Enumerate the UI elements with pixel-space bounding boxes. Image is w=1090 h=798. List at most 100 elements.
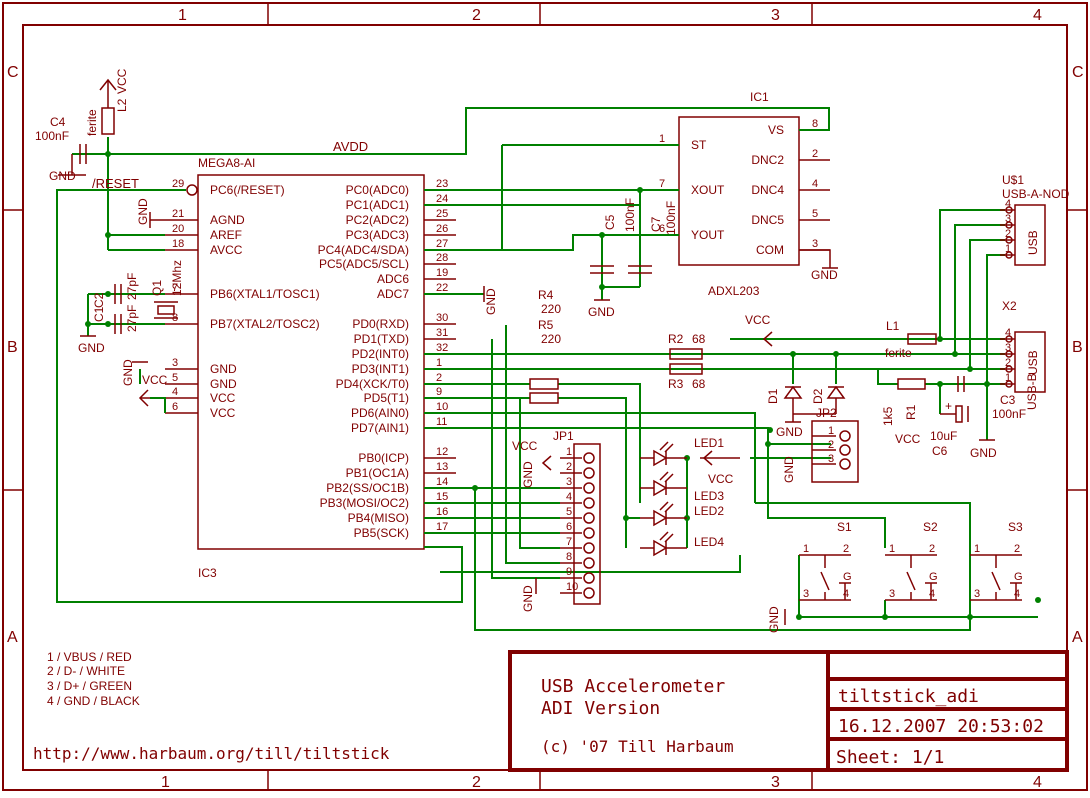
diode-gnd-label: GND: [776, 425, 803, 439]
jp2-pin-2: 2: [812, 439, 851, 456]
c7-value: 100nF: [664, 201, 678, 235]
column-label-bottom-1: 1: [161, 774, 170, 791]
led1-name: LED1: [694, 436, 724, 450]
mcu-pin-number: 19: [436, 267, 448, 279]
led-symbol-2: [640, 471, 687, 497]
accel-pin-name: VS: [768, 123, 784, 137]
jp1-pin-6: 6: [560, 521, 595, 539]
mcu-pin-name: PD3(INT1): [352, 362, 409, 376]
c4-name: C4: [50, 115, 66, 129]
accel-com-gnd: GND: [799, 249, 838, 282]
r4-resistor: [529, 378, 559, 390]
switch-pin-2: 2: [1014, 543, 1020, 555]
mcu-pin-number: 16: [436, 506, 448, 518]
accel-pin-number: 3: [812, 238, 818, 250]
usb-pin-number: 2: [1005, 228, 1011, 240]
q1-crystal: Q1 12Mhz: [150, 260, 184, 319]
column-label-top-2: 2: [472, 7, 481, 24]
mcu-pin-name: PC3(ADC3): [346, 228, 409, 242]
c3-value: 100nF: [992, 407, 1026, 421]
legend-line-1: 1 / VBUS / RED: [47, 650, 132, 664]
mcu-pin-name: PB2(SS/OC1B): [326, 481, 409, 495]
mcu-pin-number: 12: [436, 446, 448, 458]
accel-pin-number: 5: [812, 208, 818, 220]
jp2-pin-number: 2: [828, 439, 834, 451]
usb-pin-3: 3: [1000, 342, 1015, 358]
mcu-pin-number: 14: [436, 476, 448, 488]
accel-pin-number: 2: [812, 148, 818, 160]
mcu-pin-name: PD5(T1): [364, 391, 409, 405]
led-symbol-3: [640, 501, 687, 527]
mcu-vcc-left: VCC: [138, 373, 168, 407]
mcu-pin-name: PB5(SCK): [354, 526, 409, 540]
mcu-pin-number: 30: [436, 312, 448, 324]
r2-name: R2: [668, 332, 684, 346]
mcu-pin-number: 27: [436, 238, 448, 250]
led-vcc-label: VCC: [708, 472, 734, 486]
jp1-vcc-label: VCC: [512, 439, 538, 453]
switch-gnd-label: GND: [767, 606, 781, 633]
com-gnd-label: GND: [811, 268, 838, 282]
crystal-gnd: GND: [78, 335, 105, 355]
led-symbol-4: [640, 531, 687, 557]
mcu-pin-name: AVCC: [210, 243, 243, 257]
jp1-pin-number: 1: [566, 446, 572, 458]
l2-ferrite: L2 VCC ferite: [85, 68, 129, 136]
mcu-pin-name: PD6(AIN0): [351, 406, 409, 420]
r5-resistor: [529, 392, 559, 404]
mcu-pin-number: 31: [436, 327, 448, 339]
drawing-date: 16.12.2007 20:53:02: [838, 716, 1044, 737]
c1-capacitor: C1 27pF: [92, 305, 139, 334]
mcu-pin-name: GND: [210, 377, 237, 391]
usb-pin-1: 1: [1000, 372, 1015, 388]
column-label-bottom-4: 4: [1033, 774, 1042, 791]
mcu-pin-name: PC2(ADC2): [346, 213, 409, 227]
jp1-pin-number: 2: [566, 461, 572, 473]
l2-vcc-label: VCC: [115, 68, 129, 94]
column-label-top-4: 4: [1033, 7, 1042, 24]
r1-vcc-label: VCC: [895, 432, 921, 446]
jp1-pin-number: 5: [566, 506, 572, 518]
r1-value: 1k5: [881, 406, 895, 426]
switch-pin-g: G: [1014, 571, 1023, 583]
usb-pin-number: 4: [1005, 327, 1011, 339]
d1-name: D1: [766, 388, 780, 404]
accel-pin-name: YOUT: [691, 228, 725, 242]
jp1-pin-8: 8: [560, 551, 595, 569]
mcu-gnd-left: GND: [121, 359, 148, 386]
c5-value: 100nF: [623, 198, 637, 232]
l1-ferrite: L1 ferite: [885, 319, 937, 360]
mcu-pin-name: PD4(XCK/T0): [336, 377, 409, 391]
net-label-avdd: AVDD: [333, 139, 368, 154]
q1-name: Q1: [150, 280, 164, 296]
jp2-pins: 123: [812, 425, 851, 470]
accel-gnd-c: GND: [588, 299, 615, 319]
c2-value: 27pF: [125, 273, 139, 300]
switch-pin-4: 4: [843, 588, 849, 600]
accel-pin-name: DNC4: [751, 183, 784, 197]
c7-name: C7: [649, 216, 663, 232]
accel-pin-name: ST: [691, 138, 707, 152]
jp1-pin-4: 4: [560, 491, 595, 509]
column-label-top-3: 3: [771, 7, 780, 24]
cap-gnd-label: GND: [588, 305, 615, 319]
row-label-right-c: C: [1072, 64, 1084, 81]
usb-pin-2: 2: [1000, 228, 1015, 244]
usb-pin-2: 2: [1000, 357, 1015, 373]
mcu-pin-name: GND: [210, 362, 237, 376]
c2-capacitor: C2 27pF: [92, 273, 139, 308]
jp1-pin-9: 9: [560, 566, 595, 584]
